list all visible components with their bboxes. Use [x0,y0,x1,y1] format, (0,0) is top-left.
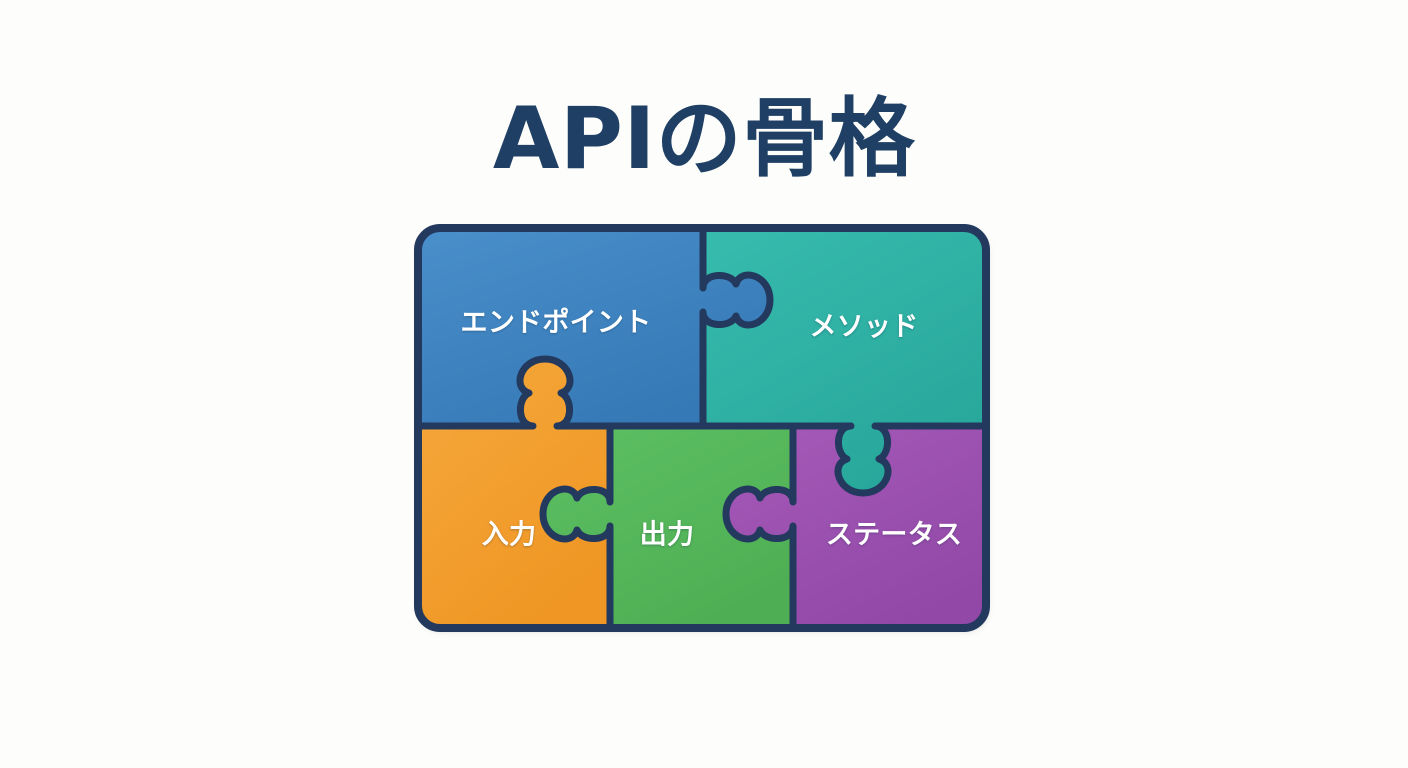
puzzle-label-output: 出力 [639,519,695,551]
puzzle-label-status: ステータス [825,519,963,551]
puzzle-label-input: 入力 [481,519,537,551]
puzzle-label-endpoint: エンドポイント [460,307,652,339]
puzzle-piece-output [543,426,793,628]
puzzle-outer-border [414,224,990,632]
puzzle-label-method: メソッド [809,311,919,343]
page-title: APIの骨格 [492,89,916,189]
puzzle-piece-endpoint [418,228,770,426]
puzzle-diagram: エンドポイント メソッド 入力 出力 ステータス [404,214,1000,642]
puzzle-seams [418,228,986,628]
puzzle-piece-status [726,426,986,628]
puzzle-svg [414,224,990,632]
